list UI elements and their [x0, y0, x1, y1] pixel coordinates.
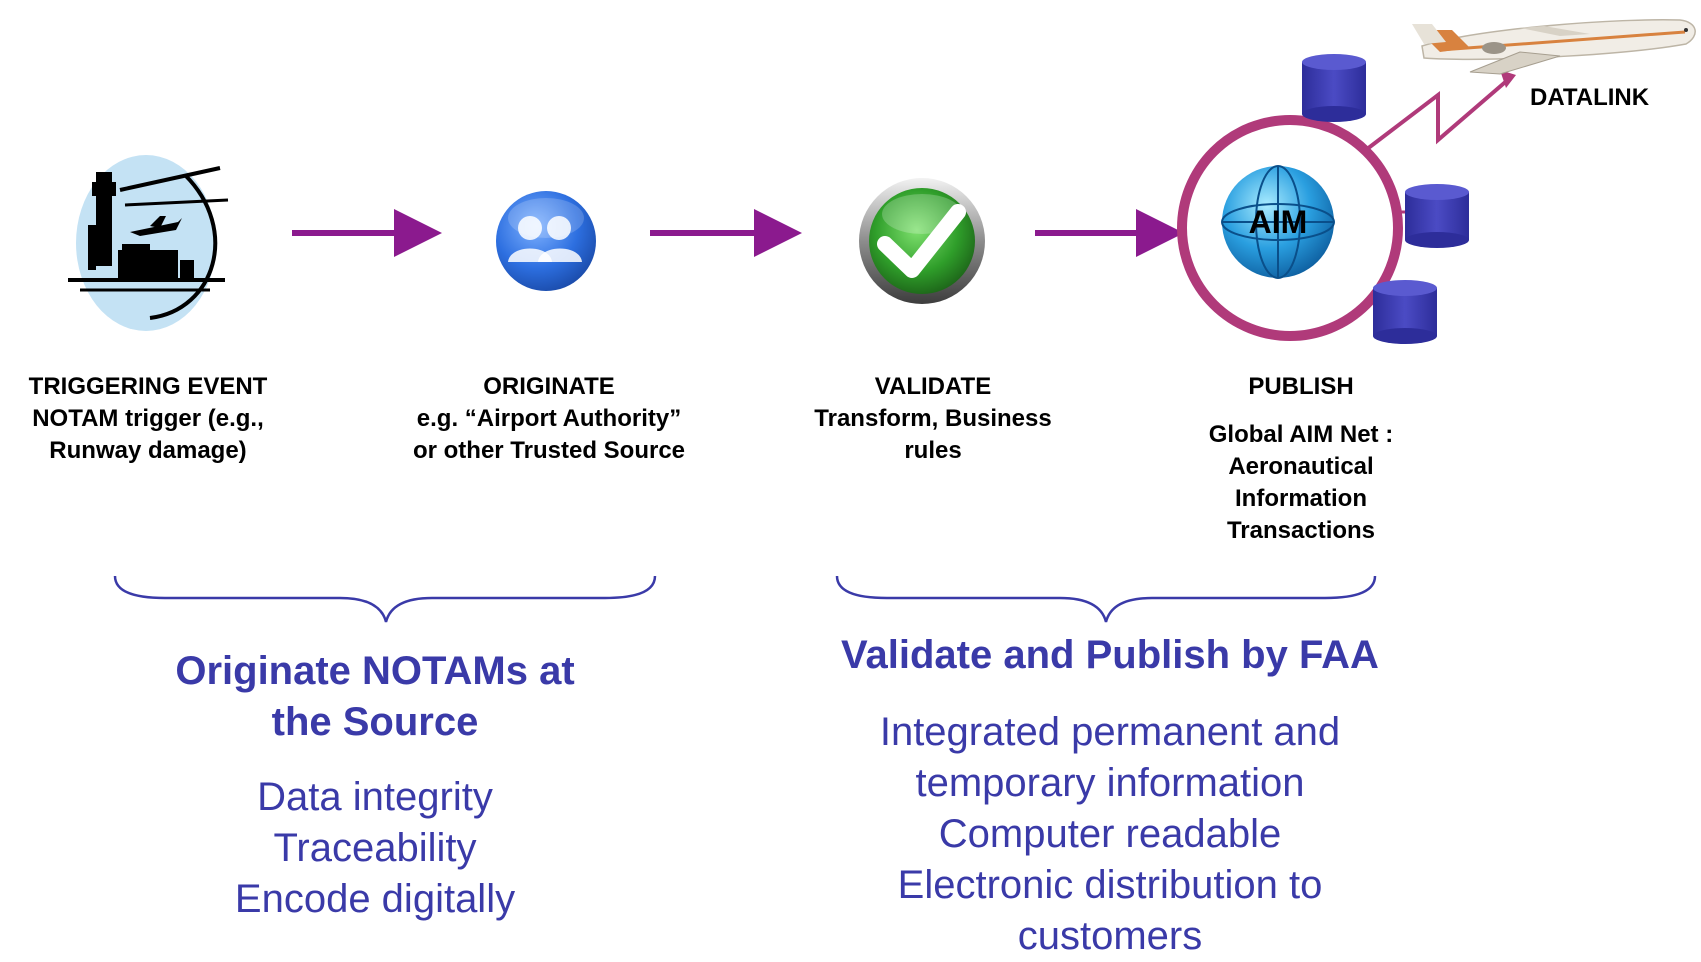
- database-icon: [1373, 280, 1437, 344]
- group-title-line: Originate NOTAMs at: [175, 649, 575, 693]
- group-items-originate: Data integrity Traceability Encode digit…: [75, 772, 675, 925]
- group-item: Traceability: [273, 826, 477, 870]
- step-title: TRIGGERING EVENT: [28, 373, 268, 400]
- step-line: rules: [904, 437, 962, 464]
- right-brace: [835, 575, 1377, 623]
- datalink-label: DATALINK: [1530, 84, 1650, 111]
- step-line: Aeronautical: [1228, 453, 1374, 480]
- group-item: Electronic distribution to: [897, 863, 1323, 907]
- database-icon: [1302, 54, 1366, 122]
- step-label-validate: VALIDATE Transform, Business rules: [788, 371, 1078, 467]
- group-item: temporary information: [915, 761, 1305, 805]
- step-line: e.g. “Airport Authority”: [416, 405, 682, 432]
- group-title-line: the Source: [271, 700, 479, 744]
- step-label-publish: PUBLISH Global AIM Net : Aeronautical In…: [1176, 371, 1426, 547]
- group-title-validate-publish: Validate and Publish by FAA: [780, 630, 1440, 681]
- step-title: PUBLISH: [1248, 373, 1354, 400]
- aim-badge-label: AIM: [1249, 204, 1308, 240]
- step-line: Information: [1235, 485, 1367, 512]
- group-item: Computer readable: [938, 812, 1282, 856]
- step-line: Global AIM Net :: [1208, 421, 1394, 448]
- step-line: Transactions: [1226, 517, 1376, 544]
- group-item: Integrated permanent and: [879, 710, 1341, 754]
- group-title-line: Validate and Publish by FAA: [841, 633, 1379, 677]
- group-item: customers: [1017, 914, 1203, 958]
- airplane-icon: [1412, 19, 1696, 75]
- airport-tower-icon: [68, 155, 229, 331]
- step-line: NOTAM trigger (e.g.,: [32, 405, 264, 432]
- checkmark-icon: [859, 178, 985, 304]
- step-line: Transform, Business: [814, 405, 1052, 432]
- step-line: or other Trusted Source: [412, 437, 686, 464]
- group-title-originate: Originate NOTAMs at the Source: [75, 646, 675, 748]
- group-item: Encode digitally: [234, 877, 516, 921]
- step-label-triggering-event: TRIGGERING EVENT NOTAM trigger (e.g., Ru…: [0, 371, 296, 467]
- group-item: Data integrity: [257, 775, 493, 819]
- left-brace: [113, 575, 657, 623]
- step-title: ORIGINATE: [483, 373, 615, 400]
- step-label-originate: ORIGINATE e.g. “Airport Authority” or ot…: [394, 371, 704, 467]
- aim-globe-icon: AIM: [1177, 70, 1516, 341]
- step-line: Runway damage): [49, 437, 247, 464]
- users-icon: [496, 191, 596, 291]
- step-title: VALIDATE: [874, 373, 992, 400]
- database-icon: [1405, 184, 1469, 248]
- group-items-validate-publish: Integrated permanent and temporary infor…: [780, 707, 1440, 962]
